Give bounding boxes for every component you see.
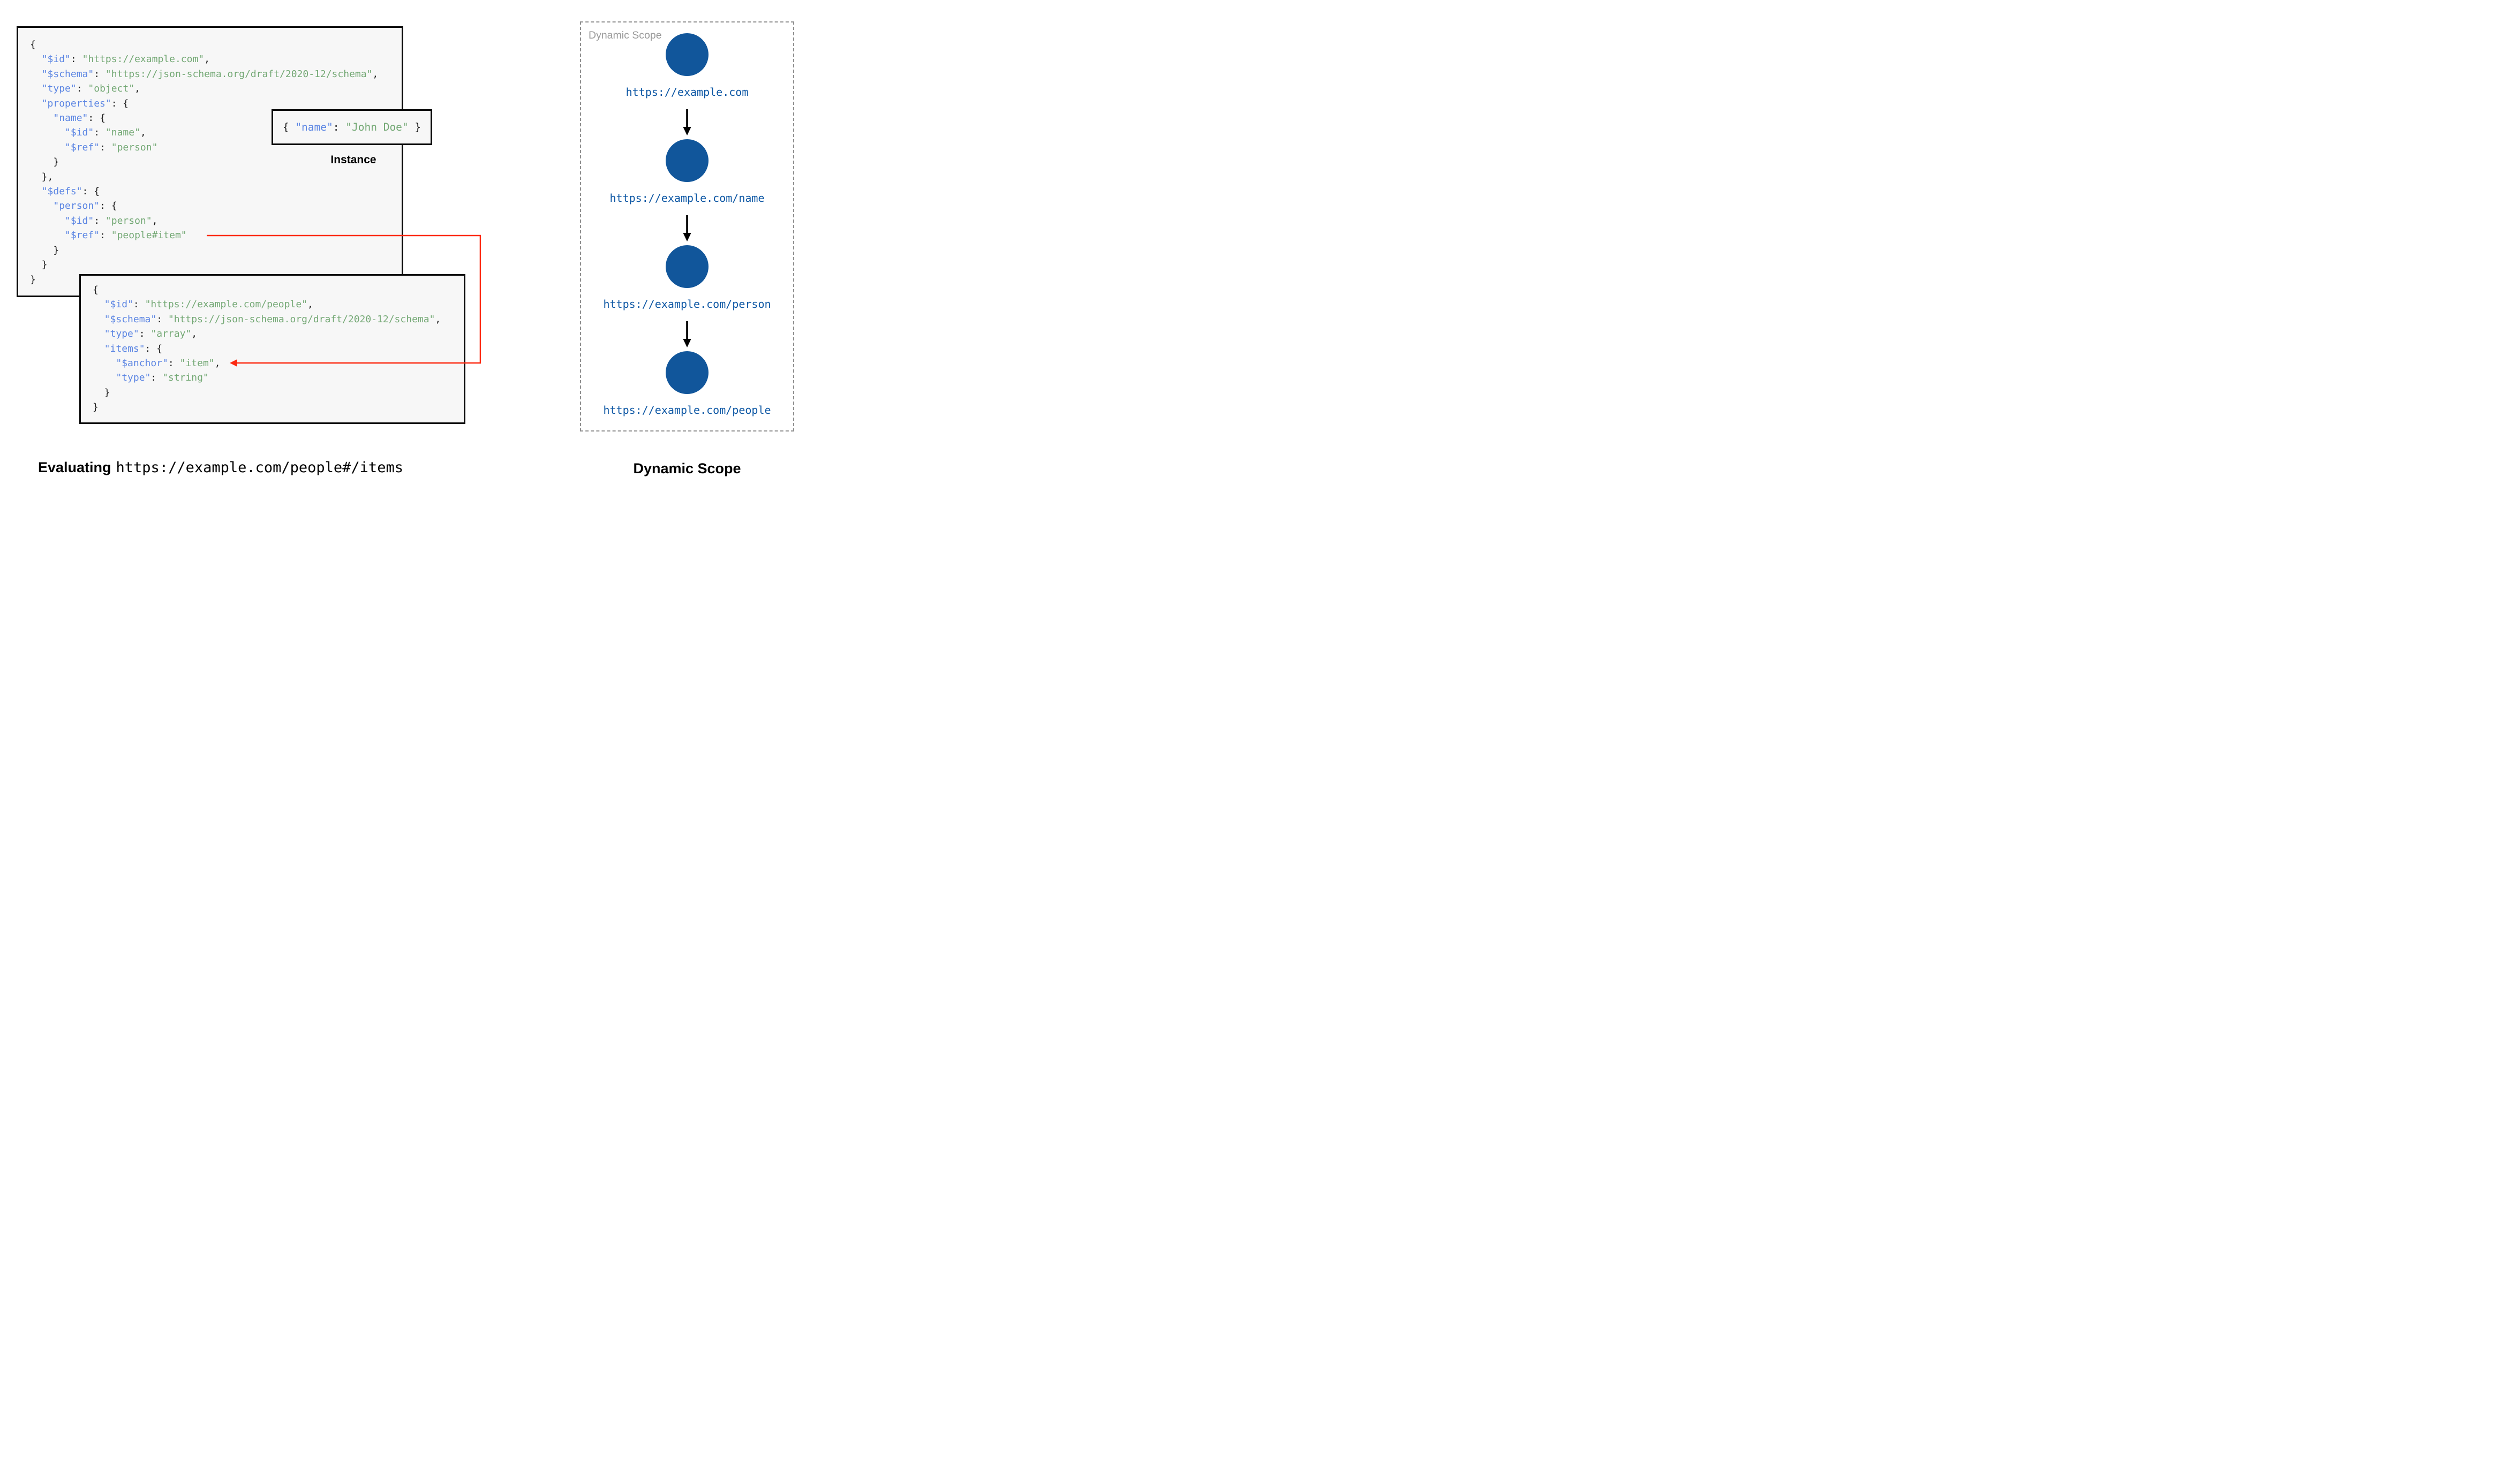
evaluating-caption-prefix: Evaluating [38, 459, 111, 475]
instance-panel: { "name": "John Doe" } [272, 109, 432, 145]
evaluating-caption: Evaluating https://example.com/people#/i… [38, 459, 403, 476]
scope-node-url-1: https://example.com [626, 86, 749, 99]
scope-node-url-2: https://example.com/name [609, 192, 765, 205]
schema-b-panel: { "$id": "https://example.com/people", "… [79, 274, 465, 424]
scope-node-circle-4 [666, 351, 709, 394]
dynamic-scope-watermark: Dynamic Scope [589, 29, 662, 41]
dynamic-scope-caption: Dynamic Scope [633, 460, 741, 476]
schema-b-code: { "$id": "https://example.com/people", "… [93, 284, 441, 413]
instance-code: { "name": "John Doe" } [282, 120, 421, 133]
evaluating-caption-url: https://example.com/people#/items [116, 459, 403, 476]
scope-node-circle-1 [666, 33, 709, 76]
dynamic-scope-panel: Dynamic Scope [580, 21, 794, 431]
instance-label: Instance [330, 154, 376, 166]
diagram-canvas: { "$id": "https://example.com", "$schema… [0, 0, 839, 495]
scope-node-circle-3 [666, 245, 709, 288]
scope-node-url-3: https://example.com/person [603, 298, 771, 311]
scope-node-circle-2 [666, 139, 709, 182]
scope-node-url-4: https://example.com/people [603, 404, 771, 417]
schema-a-code: { "$id": "https://example.com", "$schema… [30, 39, 379, 285]
